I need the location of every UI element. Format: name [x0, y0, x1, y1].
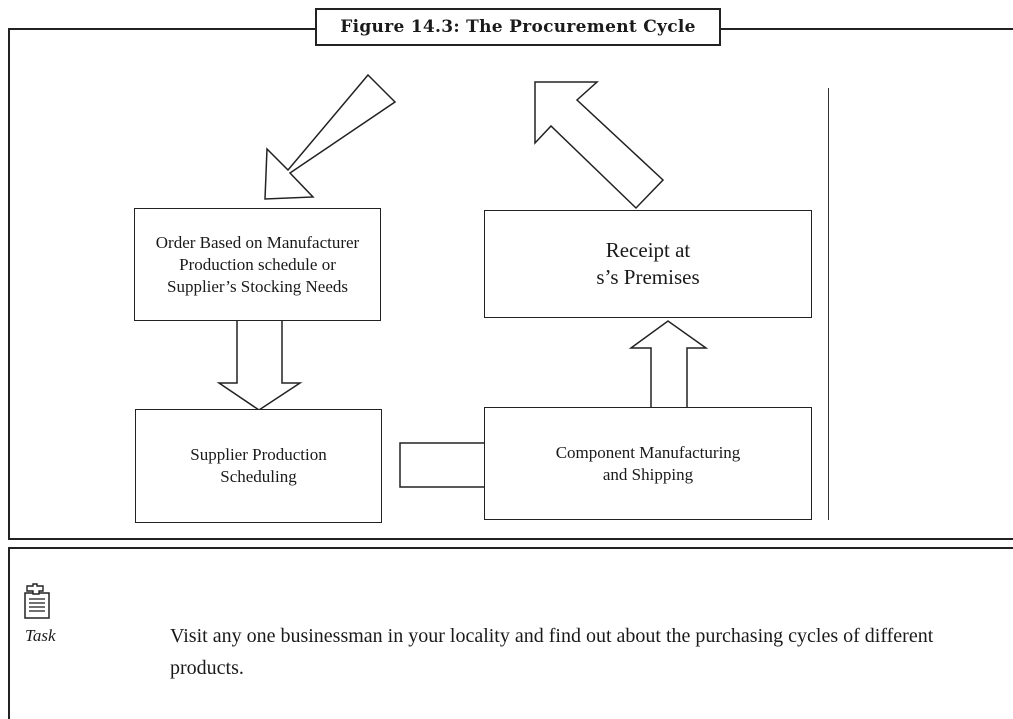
- box-supplier-scheduling: Supplier Production Scheduling: [135, 409, 382, 523]
- task-text: Visit any one businessman in your locali…: [170, 625, 934, 679]
- box-order-based: Order Based on Manufacturer Production s…: [134, 208, 381, 321]
- task-puzzle-icon: [24, 583, 50, 619]
- box-order-based-label: Order Based on Manufacturer Production s…: [155, 232, 360, 296]
- arrow-outgoing-diagonal: [534, 81, 665, 210]
- box-receipt-premises: Receipt at s’s Premises: [484, 210, 812, 318]
- box-receipt-label: Receipt at s’s Premises: [596, 238, 700, 289]
- box-supplier-scheduling-label: Supplier Production Scheduling: [190, 445, 327, 486]
- arrow-up: [628, 320, 709, 409]
- figure-title: Figure 14.3: The Procurement Cycle: [315, 8, 721, 46]
- box-component-manufacturing-label: Component Manufacturing and Shipping: [555, 442, 741, 484]
- arrow-down: [216, 319, 303, 411]
- arrow-incoming-diagonal: [264, 73, 397, 200]
- box-component-manufacturing: Component Manufacturing and Shipping: [484, 407, 812, 520]
- figure-right-rule: [828, 88, 829, 520]
- task-label: Task: [25, 626, 56, 645]
- task-frame: [8, 547, 1013, 719]
